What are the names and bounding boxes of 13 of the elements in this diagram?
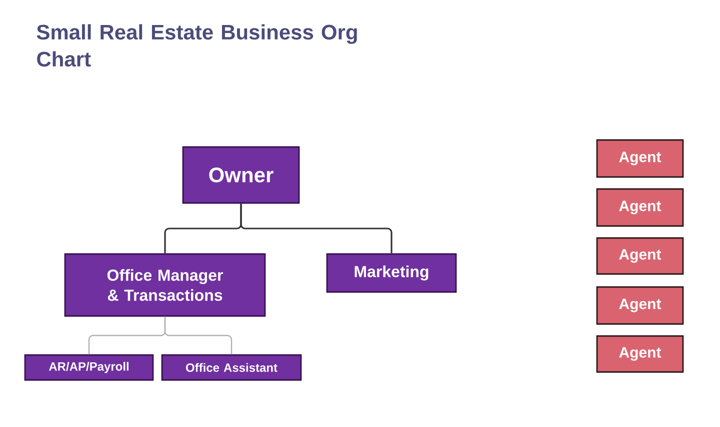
connector <box>164 316 232 354</box>
title: Small Real Estate Business Org Chart <box>36 24 357 67</box>
agent-box: Agent <box>596 335 684 373</box>
agent-box: Agent <box>596 237 684 275</box>
agent-box: Agent <box>596 139 684 178</box>
role-box: Office Assistant <box>161 354 302 381</box>
agent-box: Agent <box>596 286 684 325</box>
connector <box>240 204 392 254</box>
role-box: Office Manager & Transactions <box>64 253 266 317</box>
agent-box: Agent <box>596 188 684 227</box>
role-box: AR/AP/Payroll <box>24 354 154 381</box>
role-box: Owner <box>182 146 300 204</box>
role-box: Marketing <box>326 253 457 293</box>
